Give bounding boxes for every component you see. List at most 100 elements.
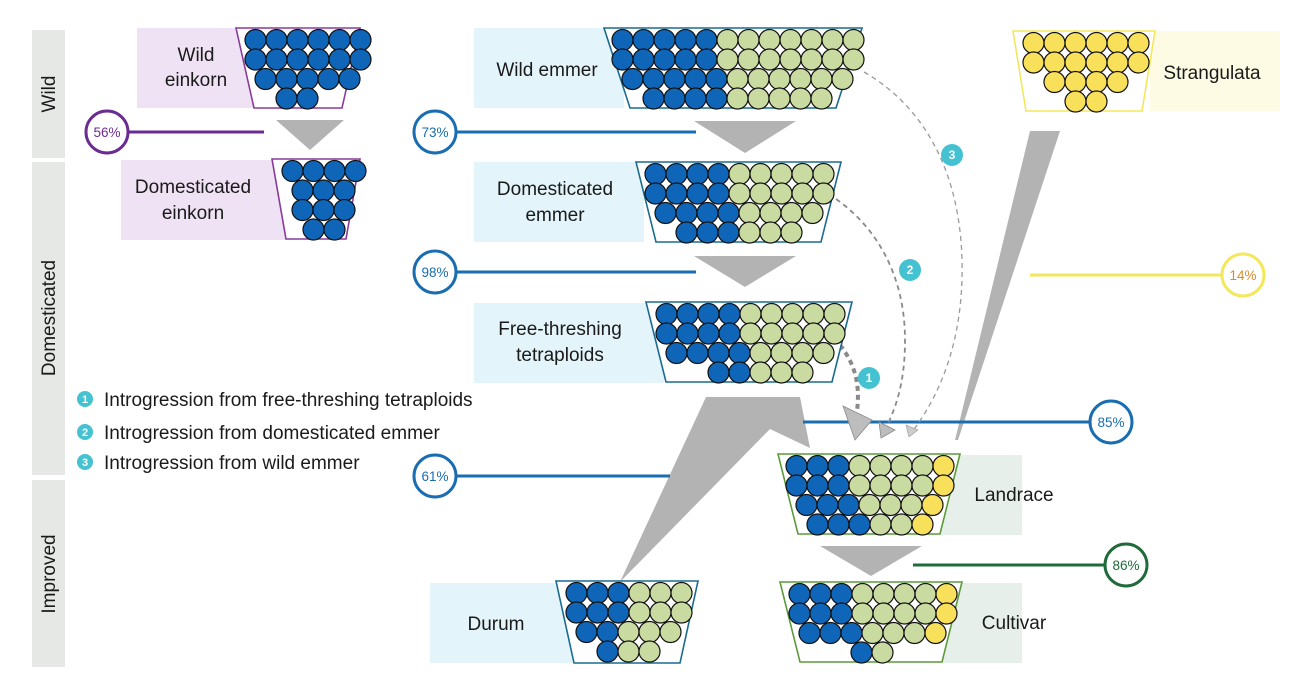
- genome-A-marker: [707, 162, 730, 186]
- genome-A-marker: [302, 159, 325, 183]
- durum-pct: 61%: [421, 469, 448, 484]
- genome-B-marker: [861, 621, 884, 645]
- legend: 1 Introgression from free-threshing tetr…: [77, 390, 473, 474]
- strangulata-pct: 14%: [1229, 268, 1256, 283]
- genome-A-marker: [816, 493, 839, 517]
- genome-A-marker: [827, 454, 850, 478]
- genome-A-marker: [642, 67, 665, 91]
- legend-1-text: Introgression from free-threshing tetrap…: [104, 390, 473, 411]
- wild-emmer-label: Wild emmer: [496, 60, 598, 81]
- stage-label-domesticated: Domesticated: [39, 260, 60, 376]
- genome-A-marker: [830, 582, 853, 606]
- introgression-arrow-2: [835, 198, 906, 433]
- genome-A-marker: [275, 67, 298, 91]
- genome-B-marker: [758, 28, 781, 52]
- genome-A-marker: [323, 218, 346, 241]
- genome-A-marker: [586, 581, 609, 605]
- genome-A-marker: [644, 162, 667, 186]
- genome-A-marker: [642, 87, 665, 110]
- wild-emmer-bin: [602, 27, 865, 110]
- genome-B-marker: [617, 640, 640, 663]
- genome-B-marker: [893, 582, 916, 606]
- genome-B-marker: [780, 201, 803, 225]
- genome-B-marker: [781, 302, 804, 326]
- genome-B-marker: [802, 322, 825, 345]
- genome-A-marker: [607, 601, 630, 624]
- genome-D-marker: [1022, 31, 1045, 55]
- genome-A-marker: [798, 621, 821, 645]
- genome-B-marker: [738, 201, 761, 225]
- genome-A-marker: [254, 67, 277, 91]
- genome-A-marker: [676, 322, 699, 345]
- genome-A-marker: [312, 179, 335, 202]
- genome-A-marker: [707, 361, 730, 384]
- genome-B-marker: [903, 621, 926, 645]
- genome-A-marker: [674, 48, 697, 71]
- genome-A-marker: [653, 28, 676, 52]
- genome-A-marker: [840, 621, 863, 645]
- genome-A-marker: [785, 454, 808, 478]
- wild-einkorn-label-line2: einkorn: [165, 70, 227, 91]
- arrow-einkorn-domestication: [276, 120, 344, 150]
- genome-B-marker: [823, 322, 846, 345]
- genome-D-marker: [924, 621, 947, 645]
- genome-B-marker: [791, 162, 814, 186]
- wild-einkorn-bin: [235, 27, 372, 110]
- genome-B-marker: [842, 48, 865, 71]
- genome-A-marker: [333, 179, 356, 202]
- population-bins: [235, 27, 1156, 664]
- legend-2-text: Introgression from domesticated emmer: [104, 423, 440, 444]
- genome-B-marker: [739, 302, 762, 326]
- genome-B-marker: [879, 493, 902, 517]
- genome-B-marker: [770, 162, 793, 186]
- introgression-arrow-3: [863, 71, 963, 433]
- genome-B-marker: [848, 474, 871, 497]
- genome-A-marker: [819, 621, 842, 645]
- genome-B-marker: [789, 87, 812, 110]
- genome-A-marker: [697, 322, 720, 345]
- genome-D-marker: [1127, 51, 1150, 74]
- wild-emmer-label-bg: [474, 28, 624, 108]
- genome-D-marker: [932, 474, 955, 497]
- genome-B-marker: [810, 87, 833, 110]
- genome-A-marker: [328, 28, 351, 52]
- genome-D-marker: [1043, 70, 1066, 94]
- genome-B-marker: [848, 454, 871, 478]
- emmer-domestication-pct: 73%: [421, 125, 448, 140]
- cultivar-label: Cultivar: [982, 613, 1047, 634]
- emmer-domestication-pct-circle: [412, 109, 458, 155]
- genome-A-marker: [827, 474, 850, 497]
- genome-B-marker: [791, 341, 814, 365]
- genome-D-marker: [1127, 31, 1150, 55]
- genome-A-marker: [686, 162, 709, 186]
- domesticated-einkorn-label-bg: [121, 160, 291, 240]
- genome-A-marker: [728, 341, 751, 365]
- genome-A-marker: [806, 513, 829, 536]
- genome-A-marker: [697, 302, 720, 326]
- genome-B-marker: [770, 182, 793, 205]
- genome-A-marker: [596, 640, 619, 663]
- genome-B-marker: [890, 454, 913, 478]
- genome-B-marker: [872, 582, 895, 606]
- genome-A-marker: [328, 48, 351, 71]
- genome-A-marker: [695, 48, 718, 71]
- genome-A-marker: [244, 48, 267, 71]
- genome-B-marker: [749, 182, 772, 205]
- genome-A-marker: [312, 198, 335, 222]
- introgression-badges: 1 2 3: [858, 144, 963, 389]
- einkorn-pct-circle: [84, 109, 130, 155]
- genome-A-marker: [349, 28, 372, 52]
- genome-D-marker: [1106, 51, 1129, 74]
- genome-A-marker: [323, 159, 346, 183]
- free-threshing-pct-circle: [412, 249, 458, 295]
- genome-D-marker: [1064, 31, 1087, 55]
- genome-B-marker: [800, 48, 823, 71]
- genome-A-marker: [809, 602, 832, 625]
- genome-B-marker: [738, 221, 761, 244]
- genome-A-marker: [338, 67, 361, 91]
- genome-A-marker: [717, 221, 740, 244]
- genome-A-marker: [621, 67, 644, 91]
- genome-B-marker: [716, 28, 739, 52]
- genome-A-marker: [344, 159, 367, 183]
- genome-A-marker: [718, 322, 741, 345]
